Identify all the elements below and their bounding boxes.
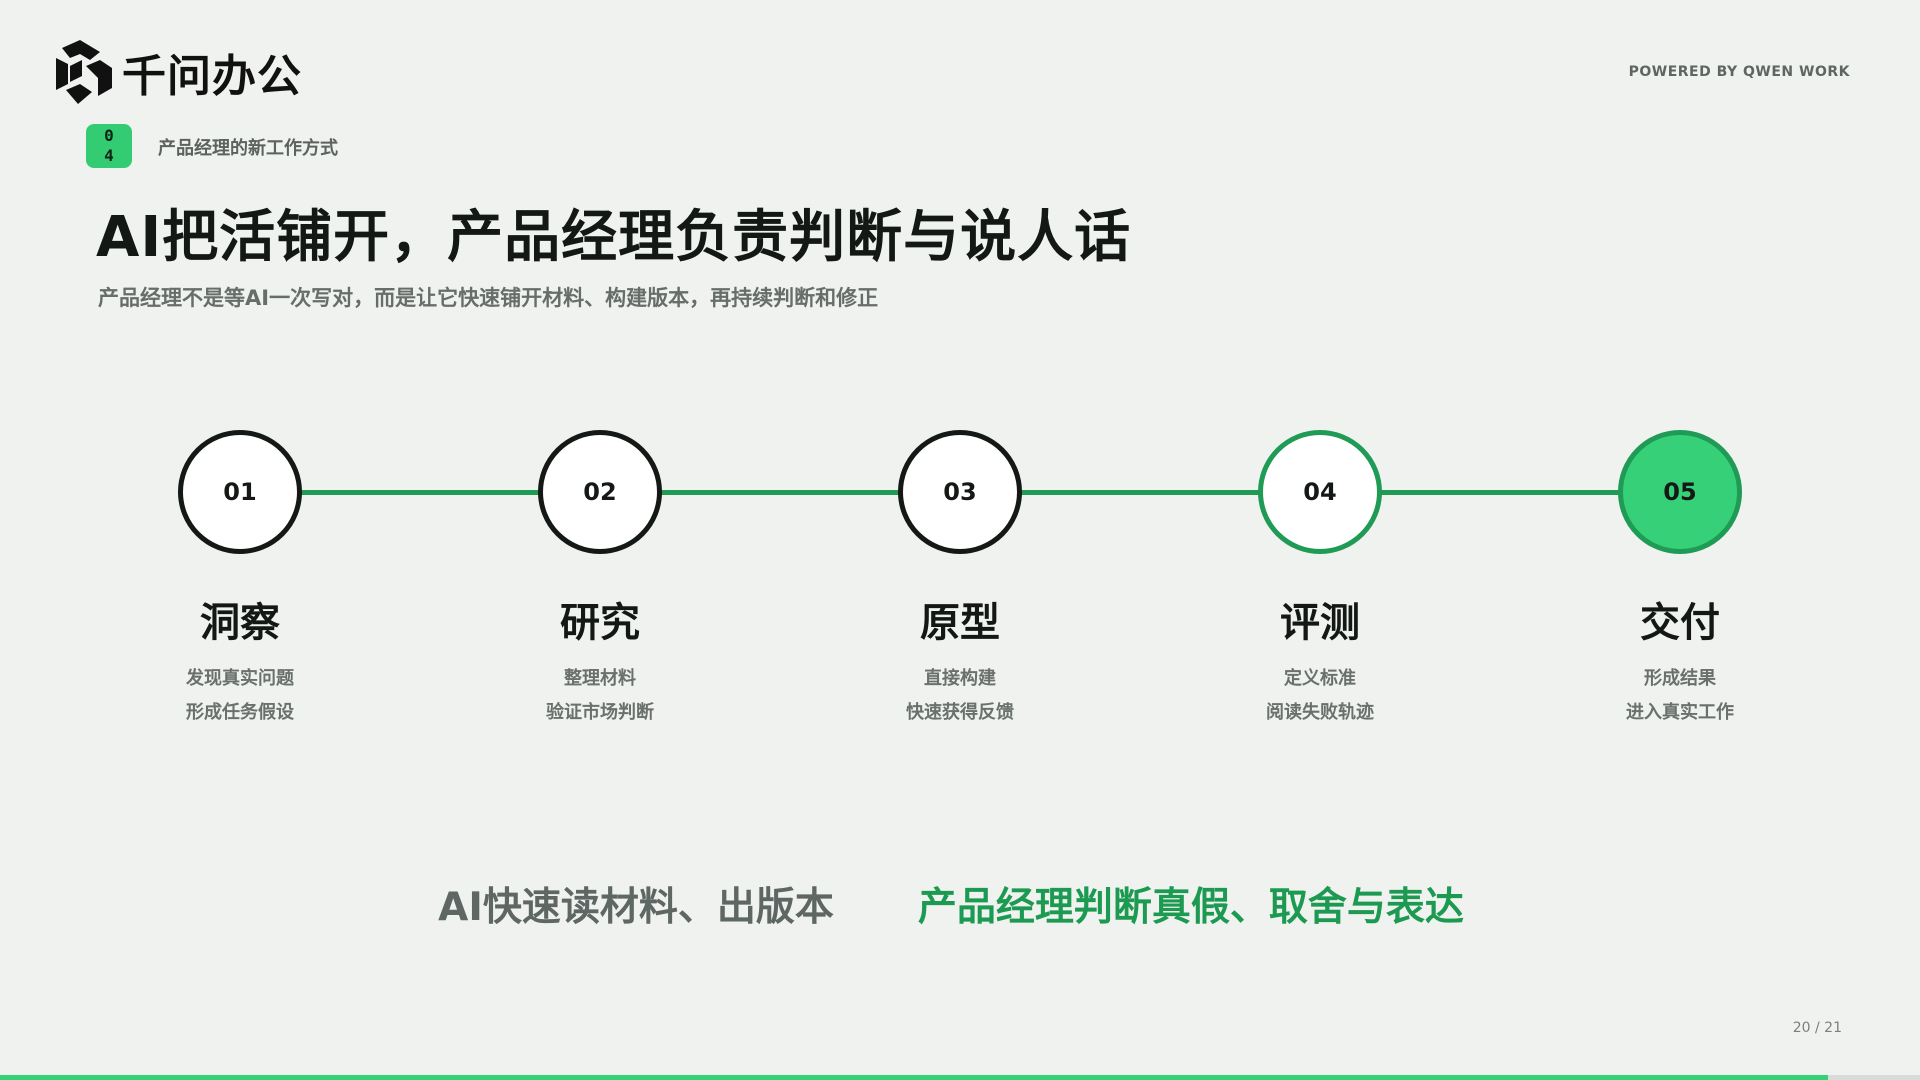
slide-progress-bar	[0, 1075, 1920, 1080]
pm-role-statement: 产品经理判断真假、取舍与表达	[917, 885, 1464, 930]
step-description-line: 发现真实问题	[186, 668, 294, 689]
brand: 千问办公	[56, 40, 302, 104]
step-description-line: 整理材料	[564, 668, 636, 689]
step-number-circle: 05	[1618, 430, 1742, 554]
step-number-circle: 03	[898, 430, 1022, 554]
step-research: 02 研究 整理材料 验证市场判断	[470, 430, 730, 730]
brand-name: 千问办公	[122, 51, 302, 102]
qwen-logo-icon	[56, 40, 112, 104]
step-description-line: 快速获得反馈	[906, 702, 1014, 723]
powered-by-label: POWERED BY QWEN WORK	[1628, 64, 1850, 80]
step-title: 原型	[920, 600, 1000, 646]
step-number-circle: 02	[538, 430, 662, 554]
section-number-badge: 04	[86, 124, 132, 168]
section-label: 产品经理的新工作方式	[158, 138, 338, 159]
step-title: 评测	[1280, 600, 1360, 646]
ai-role-statement: AI快速读材料、出版本	[438, 885, 834, 930]
role-contrast: AI快速读材料、出版本 产品经理判断真假、取舍与表达	[0, 876, 1920, 932]
step-description-line: 进入真实工作	[1626, 702, 1734, 723]
step-description: 形成结果 进入真实工作	[1550, 662, 1810, 730]
step-description-line: 形成任务假设	[186, 702, 294, 723]
page-indicator: 20 / 21	[1792, 1020, 1842, 1036]
step-prototype: 03 原型 直接构建 快速获得反馈	[830, 430, 1090, 730]
step-description-line: 阅读失败轨迹	[1266, 702, 1374, 723]
slide-progress-fill	[0, 1075, 1828, 1080]
step-title: 洞察	[200, 600, 280, 646]
step-description: 定义标准 阅读失败轨迹	[1190, 662, 1450, 730]
step-insight: 01 洞察 发现真实问题 形成任务假设	[110, 430, 370, 730]
step-description: 整理材料 验证市场判断	[470, 662, 730, 730]
step-title: 交付	[1640, 600, 1720, 646]
step-description: 发现真实问题 形成任务假设	[110, 662, 370, 730]
step-description: 直接构建 快速获得反馈	[830, 662, 1090, 730]
page-subtitle: 产品经理不是等AI一次写对，而是让它快速铺开材料、构建版本，再持续判断和修正	[98, 286, 879, 310]
step-description-line: 形成结果	[1644, 668, 1716, 689]
step-description-line: 直接构建	[924, 668, 996, 689]
step-description-line: 定义标准	[1284, 668, 1356, 689]
step-number-circle: 01	[178, 430, 302, 554]
step-description-line: 验证市场判断	[546, 702, 654, 723]
step-delivery: 05 交付 形成结果 进入真实工作	[1550, 430, 1810, 730]
step-number-circle: 04	[1258, 430, 1382, 554]
step-title: 研究	[560, 600, 640, 646]
page-title: AI把活铺开，产品经理负责判断与说人话	[96, 205, 1132, 270]
step-evaluation: 04 评测 定义标准 阅读失败轨迹	[1190, 430, 1450, 730]
